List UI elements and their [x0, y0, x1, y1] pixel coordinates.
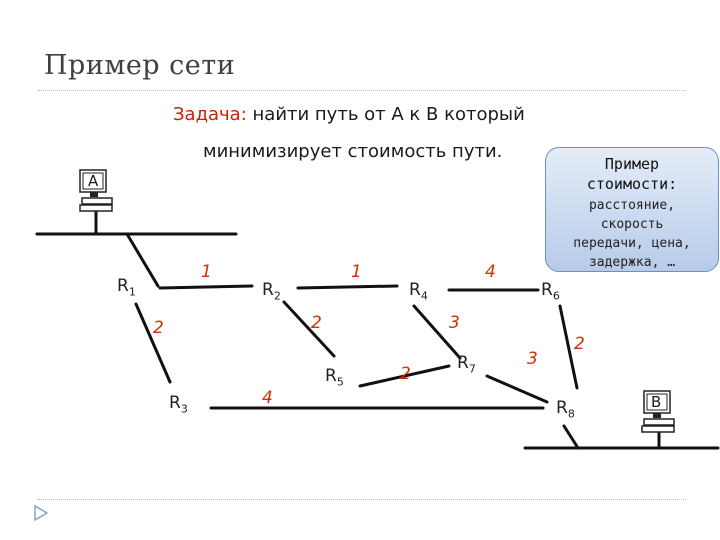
link-r4-r7: [412, 304, 462, 360]
computer-icon-a: [79, 169, 113, 212]
host-b-label: B: [651, 393, 662, 411]
task-line-2: минимизирует стоимость пути.: [203, 141, 503, 162]
router-name: R: [262, 280, 274, 300]
cost-r6-r8: 2: [574, 334, 585, 354]
router-name: R: [541, 280, 553, 300]
callout-body: расстояние, скорость передачи, цена, зад…: [546, 196, 718, 272]
router-r2: R2: [262, 280, 281, 302]
router-r6: R6: [541, 280, 560, 302]
cost-r2-r4: 1: [351, 262, 362, 282]
router-index: 6: [552, 289, 560, 303]
task-line-1: Задача: найти путь от А к В который: [173, 104, 525, 125]
link-r2-r4: [296, 284, 399, 290]
router-r8: R8: [556, 398, 575, 420]
cost-r5-r7: 2: [400, 364, 411, 384]
router-name: R: [409, 280, 421, 300]
cost-r2-r5: 2: [311, 313, 322, 333]
callout-title-2: стоимости:: [586, 175, 678, 193]
callout-line-4: задержка, …: [588, 255, 676, 270]
lan-b-to-r8: [562, 424, 580, 450]
play-triangle-icon[interactable]: [34, 505, 48, 521]
router-index: 4: [420, 289, 428, 303]
callout-title-1: Пример: [604, 155, 660, 173]
router-r1: R1: [117, 276, 136, 298]
cost-r7-r8: 3: [527, 349, 538, 369]
router-index: 3: [180, 402, 188, 416]
router-index: 8: [567, 407, 575, 421]
cost-example-callout: Пример стоимости: расстояние, скорость п…: [545, 147, 719, 272]
cost-r4-r6: 4: [485, 262, 496, 282]
router-index: 5: [336, 375, 344, 389]
task-text-1: найти путь от А к В который: [252, 104, 525, 125]
callout-line-2: скорость: [600, 217, 664, 232]
router-name: R: [169, 393, 181, 413]
title-divider: [38, 90, 686, 91]
router-name: R: [457, 353, 469, 373]
router-index: 2: [273, 289, 281, 303]
link-r1-r2: [158, 284, 254, 290]
router-index: 1: [128, 285, 136, 299]
lan-a-to-r1: [125, 232, 160, 288]
router-name: R: [325, 366, 337, 386]
callout-line-1: расстояние,: [588, 198, 676, 213]
callout-line-3: передачи, цена,: [573, 236, 691, 251]
link-r5-r7: [358, 364, 451, 388]
cost-r1-r2: 1: [201, 262, 212, 282]
link-r6-r8: [558, 304, 579, 390]
router-name: R: [556, 398, 568, 418]
link-r2-r5: [282, 300, 336, 358]
cost-r1-r3: 2: [153, 318, 164, 338]
router-name: R: [117, 276, 129, 296]
bottom-divider: [38, 499, 686, 500]
task-label: Задача:: [173, 104, 247, 125]
cost-r4-r7: 3: [449, 313, 460, 333]
router-r3: R3: [169, 393, 188, 415]
slide-title: Пример сети: [44, 50, 236, 81]
host-a-label: A: [88, 172, 99, 190]
computer-icon-b: [641, 390, 675, 433]
router-r4: R4: [409, 280, 428, 302]
link-r1-r3: [134, 302, 172, 384]
router-index: 7: [468, 362, 476, 376]
link-r7-r8: [485, 374, 549, 404]
cost-r3-r8: 4: [262, 388, 273, 408]
router-r7: R7: [457, 353, 476, 375]
router-r5: R5: [325, 366, 344, 388]
